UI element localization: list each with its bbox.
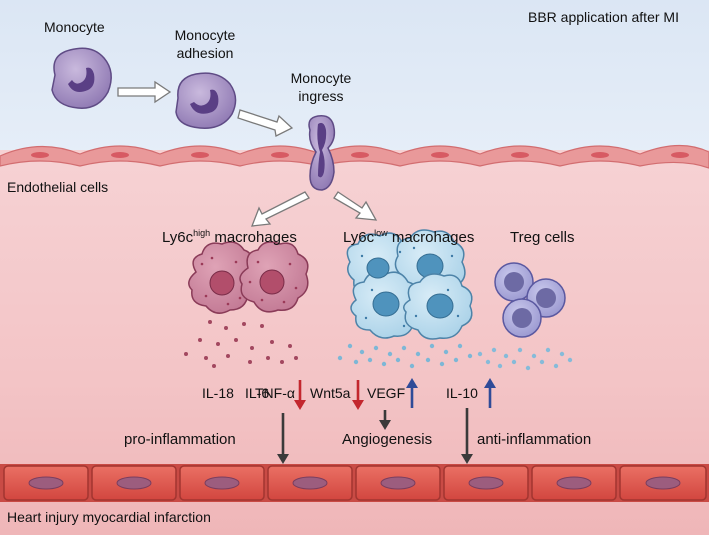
treg-cells [494,262,566,338]
pro-inflammation-label: pro-inflammation [124,431,236,448]
tnfa-down-arrow [294,380,306,410]
endothelial-cells-label: Endothelial cells [7,179,109,195]
vegf-up-arrow [406,378,418,408]
migration-arrows [117,80,294,137]
ingress-line2: ingress [298,88,344,105]
ly6c-low-sup: low [374,228,388,238]
vegf-label: VEGF [367,385,406,401]
anti-inflammation-label: anti-inflammation [477,431,592,448]
ly6c-high-sup: high [193,228,211,238]
ly6c-low-prefix: Ly6c [343,229,375,246]
heart-injury-label: Heart injury myocardial infarction [7,509,211,525]
treg-secretions [477,347,573,371]
monocyte-cell [51,47,112,109]
il10-label: IL-10 [446,385,478,401]
ly6c-high-prefix: Ly6c [162,229,194,246]
blood-region [0,0,709,160]
treg-cells-label: Treg cells [510,229,575,246]
adhesion-monocyte-cell [175,72,237,129]
regulation-arrows [294,378,496,410]
angiogenesis-label: Angiogenesis [342,431,433,448]
endothelial-layer [0,144,709,169]
pro-inflammation-arrow [277,413,289,464]
adhesion-line1: Monocyte [174,27,236,43]
tnfa-text: TNF-α [255,385,295,401]
effect-arrows [277,408,473,464]
il10-up-arrow [484,378,496,408]
ingress-monocyte-cell [308,115,336,191]
wnt5a-label: Wnt5a [310,385,351,401]
monocyte-adhesion-label: Monocyte adhesion [164,27,246,62]
anti-inflammation-arrow [461,408,473,464]
ly6c-high-secretions [184,320,298,368]
ly6c-low-macrophages [346,229,473,340]
monocyte-label: Monocyte [44,19,105,35]
ly6c-low-suffix: macrohages [387,229,475,246]
ly6c-high-label: Ly6chigh macrohages [162,228,297,247]
ingress-line1: Monocyte [290,70,352,86]
monocyte-ingress-label: Monocyte ingress [280,70,362,105]
cardiomyocyte-layer [0,464,709,502]
wnt5a-down-arrow [352,380,364,410]
ly6c-high-macrophages [188,241,309,314]
diagram-title: BBR application after MI [528,9,679,25]
ly6c-low-label: Ly6clow macrohages [343,228,475,247]
il6-label: IL-6 [245,385,270,401]
il18-label: IL-18 [202,385,234,401]
adhesion-line2: adhesion [176,45,234,62]
ly6c-high-suffix: macrohages [210,229,297,246]
ly6c-low-secretions [337,343,473,369]
differentiation-arrows [251,191,378,227]
angiogenesis-arrow [379,410,391,430]
